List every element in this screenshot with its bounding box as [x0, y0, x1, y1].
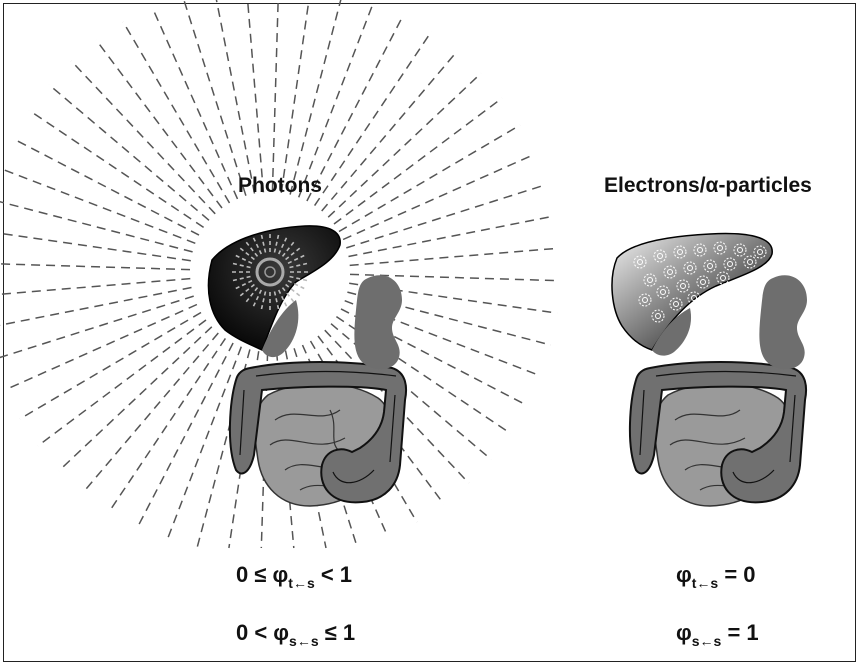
photon-ray [49, 85, 209, 221]
eq-rhs: ≤ 1 [319, 620, 356, 645]
photon-ray [290, 0, 343, 195]
eq-lhs: 0 < φ [236, 620, 289, 645]
eq-subscript: t←s [288, 575, 314, 591]
photon-ray [315, 31, 432, 205]
eq-subscript: s←s [692, 633, 722, 649]
photon-ray [71, 61, 215, 214]
photon-ray [83, 333, 219, 493]
right-equation-top: φt←s = 0 [676, 562, 756, 591]
right-organs [612, 234, 807, 506]
photon-ray [349, 216, 555, 257]
photon-ray [29, 110, 203, 227]
left-equation-top: 0 ≤ φt←s < 1 [236, 562, 352, 591]
eq-lhs: φ [676, 562, 692, 587]
eq-subscript: t←s [692, 575, 718, 591]
photon-ray [59, 327, 212, 471]
eq-lhs: φ [676, 620, 692, 645]
eq-lhs: 0 ≤ φ [236, 562, 288, 587]
photon-ray [334, 98, 502, 224]
photon-ray [108, 338, 225, 512]
photon-ray [0, 199, 193, 252]
eq-rhs: < 1 [315, 562, 352, 587]
photon-ray [299, 1, 374, 197]
right-title: Electrons/α-particles [604, 174, 812, 198]
liver-right [612, 234, 772, 350]
photon-ray [328, 73, 481, 217]
photon-ray [0, 168, 195, 243]
left-equation-bottom: 0 < φs←s ≤ 1 [236, 620, 355, 649]
right-equation-bottom: φs←s = 1 [676, 620, 759, 649]
photon-ray [281, 0, 311, 193]
photon-ray [214, 0, 255, 194]
photon-ray [0, 263, 190, 269]
kidney-left [354, 275, 402, 369]
photon-ray [38, 320, 206, 446]
kidney-right [759, 275, 807, 369]
eq-rhs: = 1 [721, 620, 758, 645]
photon-ray [96, 40, 222, 208]
left-organs [208, 226, 406, 506]
photon-ray [322, 51, 458, 211]
photon-ray [339, 125, 520, 231]
eq-rhs: = 0 [718, 562, 755, 587]
emission-center [265, 267, 275, 277]
left-title: Photons [238, 174, 322, 198]
photon-ray [272, 0, 278, 192]
photon-ray [0, 288, 192, 329]
photon-ray [20, 313, 201, 419]
eq-subscript: s←s [289, 633, 319, 649]
photon-ray [123, 22, 229, 203]
photon-ray [0, 231, 191, 261]
photon-ray [13, 138, 199, 235]
photon-ray [136, 343, 233, 529]
